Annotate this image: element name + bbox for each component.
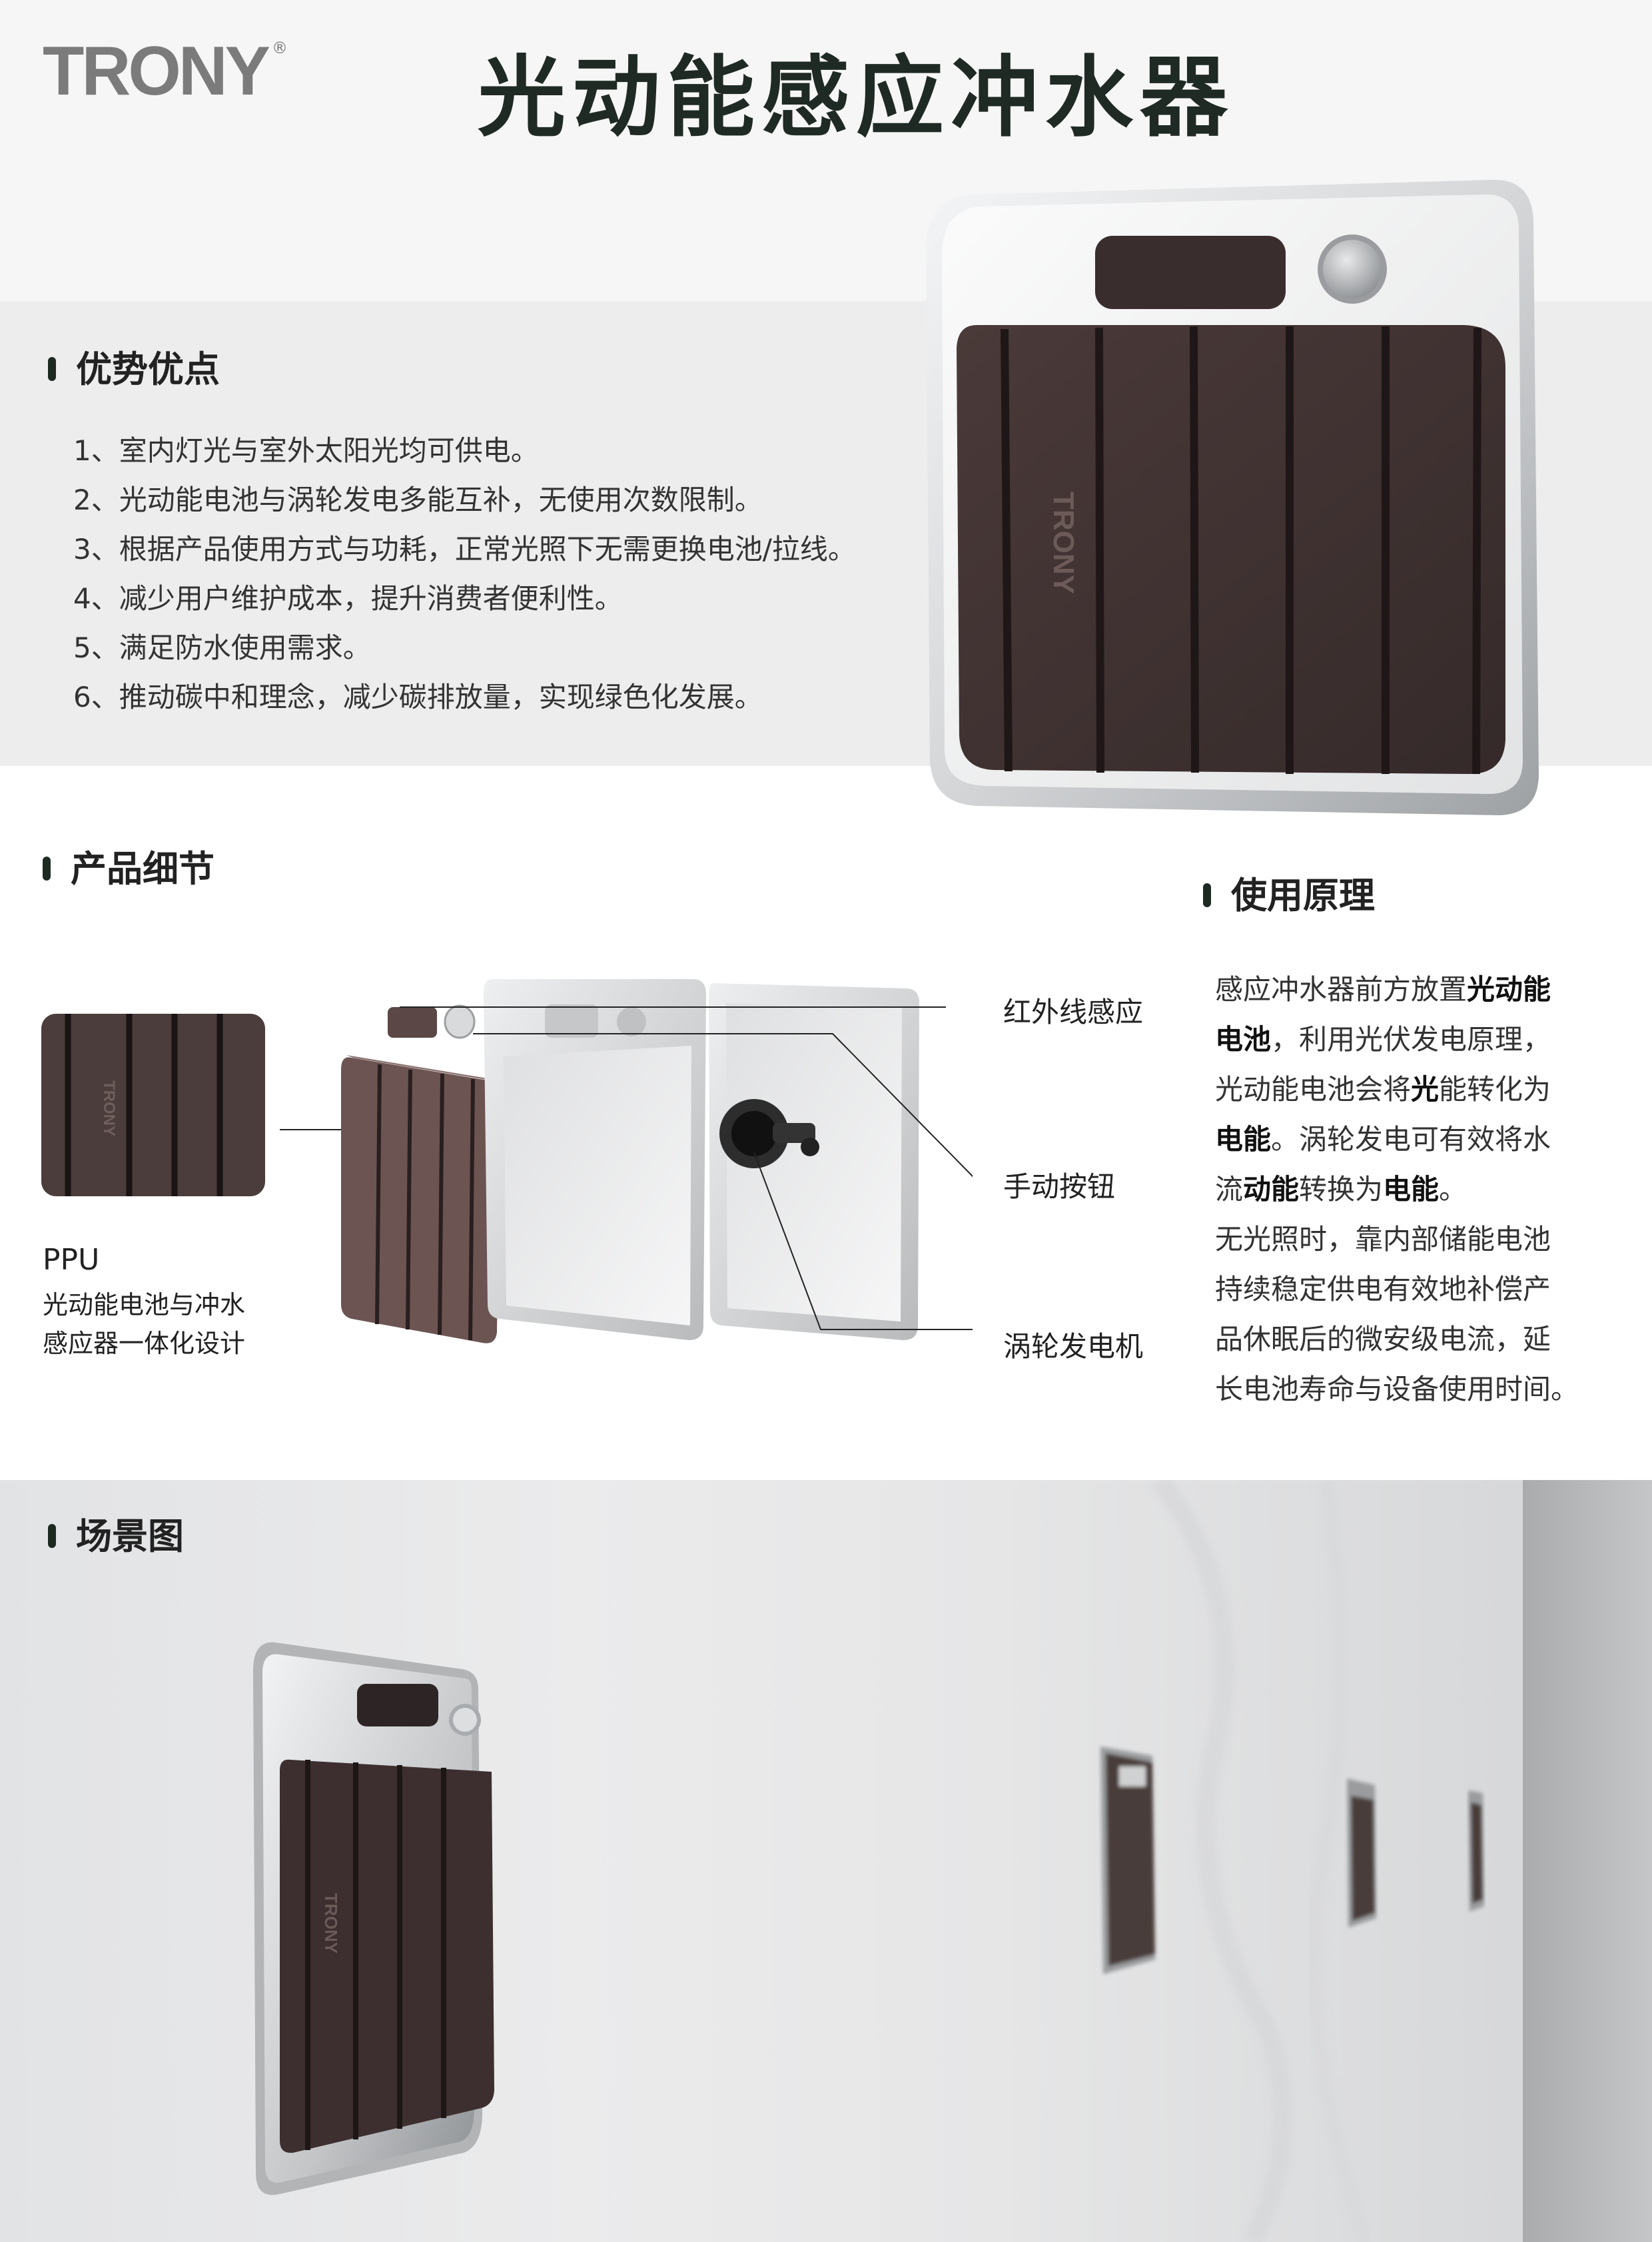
details-heading: 产品细节: [43, 846, 214, 893]
principle-line: 长电池寿命与设备使用时间。: [1215, 1364, 1601, 1414]
exploded-sensor-window: [388, 1004, 476, 1039]
heading-bar-icon: [1203, 883, 1211, 908]
ppu-desc-line: 感应器一体化设计: [43, 1329, 246, 1358]
exploded-panel: [341, 1055, 500, 1343]
principle-text: 能转化为: [1439, 1073, 1551, 1106]
principle-heading: 使用原理: [1203, 873, 1375, 919]
principle-text: 长电池寿命与设备使用时间。: [1215, 1373, 1579, 1405]
page-title: 光动能感应冲水器: [478, 47, 1234, 149]
hero-product-image: TRONY: [926, 179, 1539, 815]
list-item: 2、光动能电池与涡轮发电多能互补，无使用次数限制。: [73, 484, 763, 516]
principle-text: 光动能电池会将: [1215, 1073, 1412, 1106]
principle-bold-text: 电能: [1383, 1173, 1440, 1206]
marble-vein: [1151, 1480, 1293, 2242]
principle-line: 电能。涡轮发电可有效将水: [1215, 1114, 1601, 1164]
heading-bar-icon: [43, 857, 51, 881]
advantages-list: 1、室内灯光与室外太阳光均可供电。 2、光动能电池与涡轮发电多能互补，无使用次数…: [73, 426, 939, 722]
list-item: 1、室内灯光与室外太阳光均可供电。: [73, 434, 539, 467]
callout-infrared: 红外线感应: [1003, 996, 1144, 1028]
list-item: 6、推动碳中和理念，减少碳排放量，实现绿色化发展。: [73, 681, 763, 713]
principle-bold-text: 电能: [1215, 1123, 1272, 1156]
principle-text: ，利用光伏发电原理，: [1271, 1023, 1551, 1056]
principle-text: 品休眠后的微安级电流，延: [1215, 1323, 1551, 1355]
scene-distant-device-3: [1468, 1790, 1484, 1912]
details-heading-text: 产品细节: [71, 848, 214, 890]
turbine-leader-line: [753, 1152, 973, 1330]
principle-text: 。涡轮发电可有效将水: [1271, 1123, 1551, 1156]
ppu-logo: TRONY: [100, 1080, 118, 1136]
scene-device-logo: TRONY: [321, 1893, 341, 1954]
scene-image: TRONY: [253, 1480, 1652, 2242]
principle-line: 光动能电池会将光能转化为: [1215, 1064, 1601, 1114]
principle-line: 品休眠后的微安级电流，延: [1215, 1314, 1601, 1364]
wall-edge: [1523, 1480, 1652, 2242]
advantages-heading-text: 优势优点: [76, 348, 220, 390]
scene-distant-device-2: [1347, 1778, 1376, 1928]
principle-line: 无光照时，靠内部储能电池: [1215, 1214, 1601, 1264]
logo-graphic: TRONY ®: [43, 33, 288, 107]
principle-bold-text: 光: [1411, 1073, 1440, 1106]
list-item: 3、根据产品使用方式与功耗，正常光照下无需更换电池/拉线。: [73, 533, 856, 565]
advantages-heading: 优势优点: [48, 346, 220, 393]
principle-text: 感应冲水器前方放置: [1215, 973, 1467, 1006]
scene-heading: 场景图: [48, 1513, 184, 1560]
scene-main-device: TRONY: [253, 1642, 494, 2195]
ppu-desc-line: 光动能电池与冲水: [43, 1290, 246, 1319]
principle-line: 感应冲水器前方放置光动能: [1215, 964, 1601, 1014]
principle-line: 电池，利用光伏发电原理，: [1215, 1014, 1601, 1064]
principle-text: 。: [1439, 1173, 1467, 1206]
callout-manual-button: 手动按钮: [1003, 1170, 1116, 1203]
scene-heading-text: 场景图: [76, 1515, 184, 1557]
heading-bar-icon: [48, 1524, 56, 1549]
exploded-view-diagram: [280, 979, 973, 1343]
list-item: 5、满足防水使用需求。: [73, 631, 371, 664]
registered-mark: ®: [272, 39, 288, 57]
heading-bar-icon: [48, 357, 56, 382]
principle-text: 转换为: [1299, 1173, 1384, 1206]
scene-distant-device-1: [1100, 1746, 1155, 1974]
logo-text: TRONY: [43, 33, 270, 107]
ppu-title: PPU: [43, 1243, 100, 1277]
principle-bold-text: 动能: [1243, 1173, 1300, 1206]
principle-bold-text: 光动能: [1467, 973, 1551, 1006]
principle-line: 流动能转换为电能。: [1215, 1164, 1601, 1214]
hero-device-logo: TRONY: [1047, 492, 1080, 594]
marble-vein: [1307, 1480, 1373, 2242]
principle-line: 持续稳定供电有效地补偿产: [1215, 1264, 1601, 1314]
principle-text: 无光照时，靠内部储能电池: [1215, 1223, 1551, 1256]
list-item: 4、减少用户维护成本，提升消费者便利性。: [73, 582, 623, 615]
principle-paragraph: 感应冲水器前方放置光动能电池，利用光伏发电原理，光动能电池会将光能转化为电能。涡…: [1215, 964, 1601, 1414]
principle-heading-text: 使用原理: [1231, 875, 1375, 917]
ppu-description: 光动能电池与冲水 感应器一体化设计: [43, 1286, 245, 1363]
button-leader-line: [473, 1033, 973, 1178]
ppu-swatch-image: TRONY: [41, 1014, 265, 1196]
brand-logo: TRONY ®: [43, 33, 296, 107]
principle-text: 持续稳定供电有效地补偿产: [1215, 1273, 1551, 1306]
principle-text: 流: [1215, 1173, 1244, 1206]
callout-turbine: 涡轮发电机: [1003, 1330, 1144, 1363]
exploded-front-frame: [484, 979, 706, 1340]
principle-bold-text: 电池: [1215, 1023, 1272, 1056]
exploded-back-tray: [709, 983, 919, 1340]
